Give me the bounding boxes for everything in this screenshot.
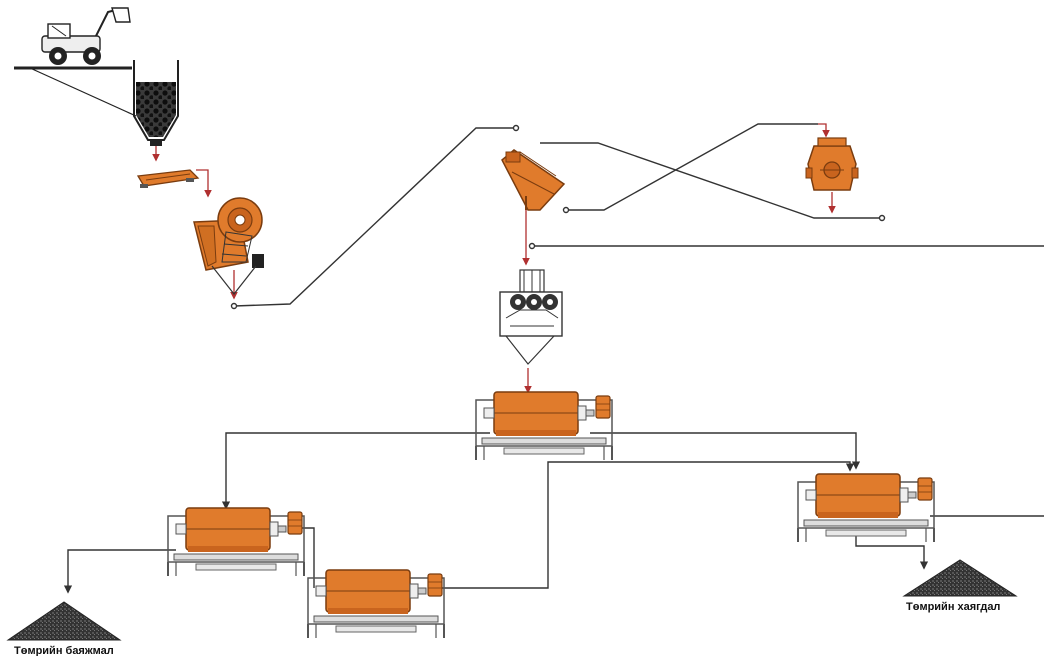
tailing-stockpile-icon: [902, 559, 1018, 597]
node-dot: [562, 206, 570, 214]
node-dot: [878, 214, 886, 222]
node-dot: [512, 124, 520, 132]
flow-lines: [63, 123, 1044, 594]
roller-press-icon: [499, 269, 563, 365]
vertical-impact-crusher-icon: [805, 137, 859, 191]
line-sep3-to-sep4: [432, 461, 855, 589]
line-sep1-to-sep2: [221, 432, 490, 510]
tailing-label: Төмрийн хаягдал: [906, 601, 1000, 613]
line-jaw-to-cone: [233, 127, 516, 307]
vibrating-feeder-icon: [136, 169, 200, 188]
ground-and-ramp: [14, 66, 137, 117]
line-sep4-to-tailing: [855, 530, 929, 570]
jaw-crusher-icon: [193, 197, 264, 295]
hopper-icon: [133, 60, 179, 146]
node-dot: [528, 242, 536, 250]
magnetic-separator-4: [797, 473, 935, 543]
magnetic-separator-2: [167, 507, 305, 577]
line-sep1-to-sep4: [590, 432, 861, 470]
line-sep2-to-concentrate: [63, 549, 176, 594]
concentrate-label: Төмрийн баяжмал: [14, 645, 114, 656]
magnetic-separator-3: [307, 569, 445, 639]
line-return-to-impact: [566, 123, 818, 211]
line-cone-to-return: [540, 142, 882, 219]
line-sep2-to-sep3: [300, 527, 315, 588]
concentrate-stockpile-icon: [6, 601, 122, 641]
wheel-loader-icon: [41, 7, 131, 65]
cone-crusher-icon: [501, 149, 566, 211]
magnetic-separator-1: [475, 391, 613, 461]
node-dot: [230, 302, 238, 310]
